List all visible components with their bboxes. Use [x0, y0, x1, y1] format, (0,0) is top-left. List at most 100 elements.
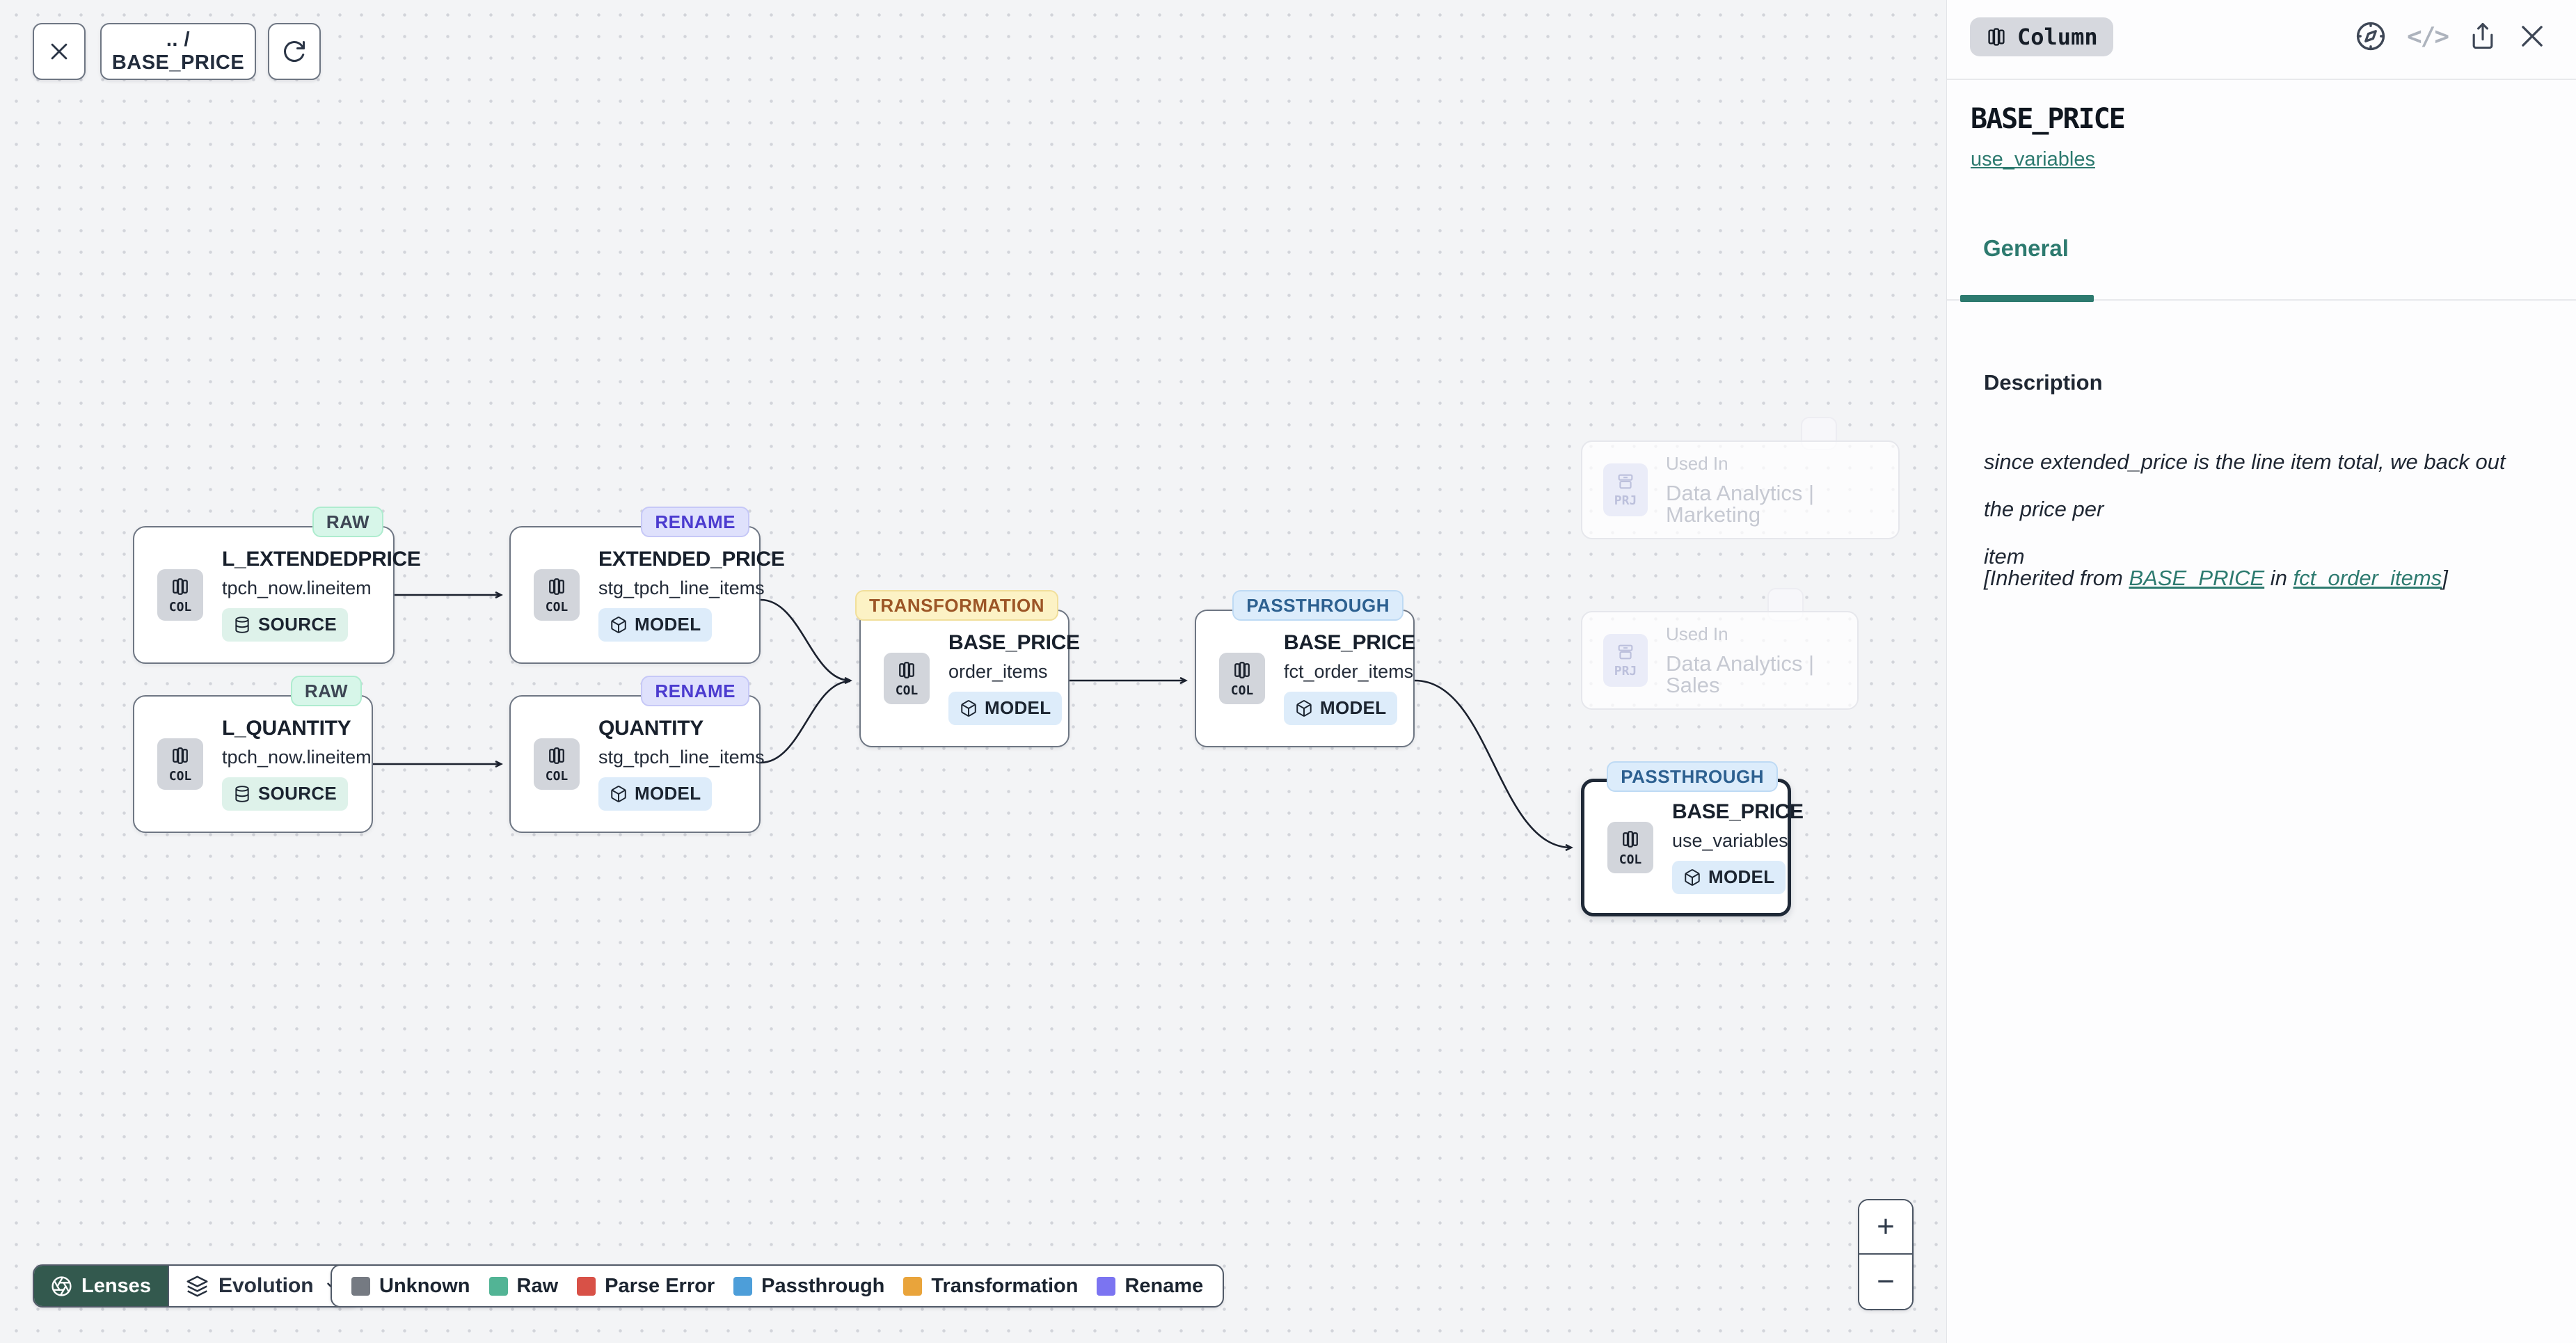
node-title: EXTENDED_PRICE [598, 547, 785, 571]
lineage-node-l-extendedprice[interactable]: RAW COL L_EXTENDEDPRICE tpch_now.lineite… [133, 507, 421, 664]
close-lineage-button[interactable] [33, 23, 86, 80]
lineage-node-base-price-use-variables-selected[interactable]: PASSTHROUGH COL BASE_PRICE use_variables… [1581, 761, 1804, 916]
node-subtitle: use_variables [1672, 829, 1788, 851]
evolution-tag: RAW [312, 507, 383, 537]
detail-panel: Column </> BASE_PRICE use_variables [1946, 0, 2576, 1343]
evolution-lens-dropdown[interactable]: Evolution [167, 1266, 358, 1306]
node-title: L_EXTENDEDPRICE [222, 547, 421, 571]
node-title: BASE_PRICE [1284, 630, 1415, 654]
inherited-column-link[interactable]: BASE_PRICE [2129, 566, 2265, 590]
node-type-badge: MODEL [598, 607, 713, 642]
column-chip: COL [1219, 653, 1265, 704]
lineage-node-base-price-fct-order-items[interactable]: PASSTHROUGH COL BASE_PRICE fct_order_ite… [1195, 590, 1415, 747]
columns-icon [1988, 28, 2005, 46]
used-in-label: Used In [1666, 623, 1728, 644]
code-icon: </> [2406, 22, 2449, 51]
node-title: L_QUANTITY [222, 716, 351, 740]
used-in-project: Data Analytics | Marketing [1666, 481, 1815, 527]
node-type-badge: SOURCE [222, 607, 349, 642]
tab-general[interactable]: General [1983, 235, 2069, 261]
lineage-node-l-quantity[interactable]: RAW COL L_QUANTITY tpch_now.lineitem SOU… [133, 676, 373, 833]
cube-icon [611, 785, 626, 802]
explore-compass-button[interactable] [2354, 19, 2387, 53]
node-subtitle: tpch_now.lineitem [222, 577, 372, 598]
inherited-from-note: [Inherited from BASE_PRICE in fct_order_… [1984, 566, 2448, 590]
panel-tabs: General [1947, 234, 2576, 303]
zoom-in-button[interactable]: + [1859, 1200, 1912, 1255]
used-in-project: Data Analytics | Sales [1666, 651, 1815, 697]
used-in-label: Used In [1666, 453, 1728, 474]
legend-swatch [733, 1276, 753, 1296]
columns-icon [173, 747, 188, 764]
close-panel-button[interactable] [2518, 22, 2547, 51]
node-subtitle: fct_order_items [1284, 660, 1414, 682]
database-icon [235, 616, 249, 633]
breadcrumb[interactable]: .. / BASE_PRICE [100, 23, 256, 80]
cube-icon [611, 616, 626, 633]
panel-header-divider [1947, 79, 2576, 80]
used-in-node-sales[interactable]: PRJ Used In Data Analytics | Sales [1581, 611, 1859, 710]
node-subtitle: stg_tpch_line_items [598, 577, 765, 598]
column-chip: COL [157, 569, 203, 621]
share-button[interactable] [2467, 21, 2498, 51]
evolution-tag: TRANSFORMATION [854, 590, 1058, 621]
inherited-model-link[interactable]: fct_order_items [2293, 566, 2442, 590]
model-link[interactable]: use_variables [1971, 148, 2095, 170]
column-chip: COL [884, 653, 930, 704]
legend-swatch [903, 1276, 923, 1296]
node-title: QUANTITY [598, 716, 703, 740]
lineage-node-base-price-order-items[interactable]: TRANSFORMATION COL BASE_PRICE order_item… [854, 590, 1080, 747]
columns-icon [1234, 661, 1250, 678]
evolution-legend: Unknown Raw Parse Error Passthrough Tran… [331, 1264, 1225, 1308]
project-icon [1618, 474, 1633, 489]
column-chip: COL [534, 738, 580, 790]
evolution-tag: PASSTHROUGH [1607, 761, 1778, 792]
refresh-button[interactable] [268, 23, 321, 80]
legend-swatch [1097, 1276, 1116, 1296]
lenses-label: Lenses [81, 1274, 151, 1297]
legend-swatch [577, 1276, 596, 1296]
columns-icon [1623, 830, 1638, 848]
columns-icon [173, 578, 188, 595]
zoom-out-button[interactable]: − [1859, 1255, 1912, 1309]
node-type-badge: MODEL [1284, 691, 1398, 725]
share-icon [2472, 23, 2493, 49]
view-code-button[interactable]: </> [2406, 22, 2449, 51]
lenses-button[interactable]: Lenses [34, 1266, 168, 1306]
column-chip: COL [1607, 822, 1653, 873]
cube-icon [1685, 868, 1700, 886]
node-type-badge: SOURCE [222, 777, 349, 811]
tabs-divider [1947, 299, 2576, 301]
evolution-tag: PASSTHROUGH [1232, 590, 1404, 621]
description-text: since extended_price is the line item to… [1984, 450, 2506, 569]
node-subtitle: tpch_now.lineitem [222, 746, 372, 768]
column-chip: COL [157, 738, 203, 790]
lineage-node-extended-price[interactable]: RENAME COL EXTENDED_PRICE stg_tpch_line_… [509, 507, 785, 664]
node-title: BASE_PRICE [948, 630, 1080, 654]
node-subtitle: order_items [948, 660, 1048, 682]
project-icon [1618, 644, 1633, 660]
zoom-controls: + − [1858, 1199, 1914, 1310]
used-in-node-marketing[interactable]: PRJ Used In Data Analytics | Marketing [1581, 440, 1900, 539]
panel-header: Column </> [1947, 0, 2576, 80]
breadcrumb-label: .. / BASE_PRICE [111, 29, 245, 74]
close-icon [51, 43, 67, 60]
evolution-tag: RENAME [641, 676, 749, 706]
cube-icon [1296, 699, 1312, 717]
legend-item-unknown: Unknown [351, 1275, 470, 1298]
lineage-node-quantity[interactable]: RENAME COL QUANTITY stg_tpch_line_items … [509, 676, 765, 833]
columns-icon [549, 747, 564, 764]
node-type-badge: MODEL [1672, 860, 1786, 894]
legend-item-parse-error: Parse Error [577, 1275, 715, 1298]
legend-item-transformation: Transformation [903, 1275, 1078, 1298]
legend-item-passthrough: Passthrough [733, 1275, 884, 1298]
cube-icon [961, 699, 976, 717]
evolution-tag: RAW [290, 676, 362, 706]
legend-item-raw: Raw [488, 1275, 558, 1298]
legend-swatch [351, 1276, 370, 1296]
description-label: Description [1984, 370, 2103, 395]
lens-controls: Lenses Evolution [33, 1264, 360, 1308]
active-tab-indicator [1960, 295, 2094, 302]
